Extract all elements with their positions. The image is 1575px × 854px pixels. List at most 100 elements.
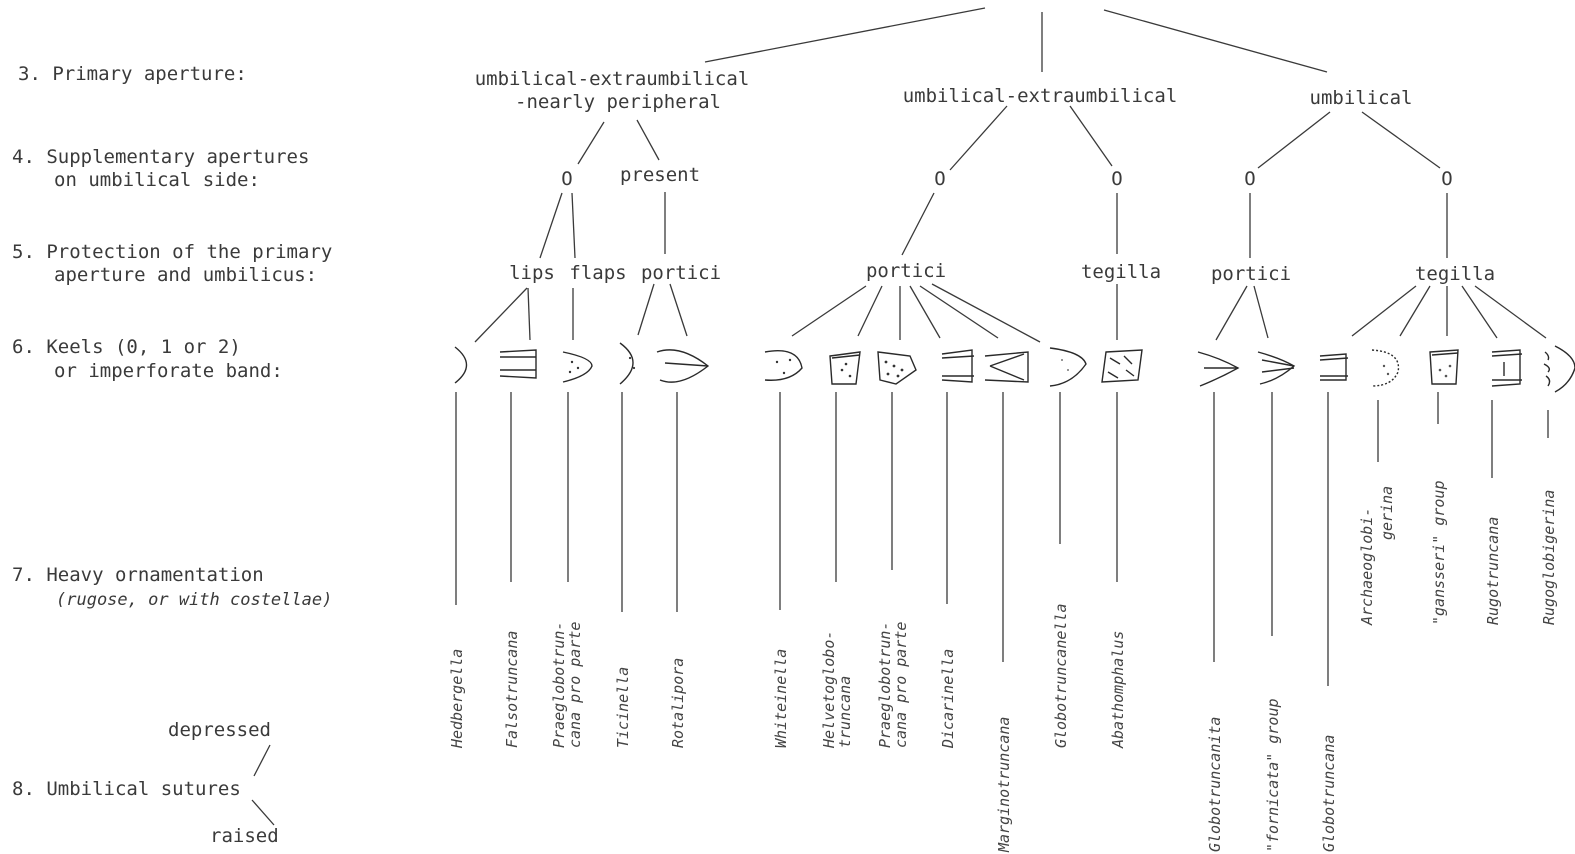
tree-connectors (474, 7, 1547, 343)
genus-label-helvetoglobotruncana-line2: truncana (836, 676, 854, 748)
protection-node-portici-3: portici (1211, 263, 1291, 285)
edge-p4-g6 (791, 285, 867, 337)
genus-label-rotalipora: Rotalipora (669, 658, 687, 748)
keel-profile-abathomphalus-icon (1101, 349, 1143, 383)
protection-node-lips: lips (509, 262, 555, 284)
criterion-3-label: 3. Primary aperture: (18, 63, 247, 85)
criterion-4-label-line2: on umbilical side: (54, 169, 260, 191)
genus-drop-lines (455, 392, 1549, 686)
keel-profile-hedbergella-icon (454, 346, 468, 384)
edge-p3-g4 (637, 283, 655, 336)
criterion-4-label: 4. Supplementary apertures (12, 146, 309, 168)
genus-label-rugotruncana: Rugotruncana (1484, 517, 1502, 625)
keel-profiles (454, 342, 1575, 393)
protection-node-flaps: flaps (569, 262, 626, 284)
keel-profile-marginotruncana-icon (984, 351, 1029, 383)
protection-node-portici-2: portici (866, 260, 946, 282)
criterion-6-label: 6. Keels (0, 1 or 2) (12, 336, 241, 358)
edge-s1-p2 (571, 192, 576, 259)
suture-raised-label: raised (210, 825, 279, 847)
edge-a2-s3 (949, 105, 1008, 171)
keel-profile-gansseri-icon (1429, 349, 1459, 385)
protection-node-tegilla-2: tegilla (1415, 263, 1495, 285)
edge-p7-g20 (1474, 285, 1547, 339)
edge-a1-s1 (577, 121, 605, 165)
keel-profile-praeglobotruncana-2-icon (877, 351, 917, 385)
keel-profile-helvetoglobotruncana-icon (829, 351, 861, 385)
aperture-node-3: umbilical (1310, 87, 1413, 109)
supp-node-absent-4: O (1244, 168, 1255, 190)
suture-depressed-label: depressed (168, 719, 271, 741)
genus-label-hedbergella: Hedbergella (448, 649, 466, 749)
supp-node-absent-1: O (561, 168, 572, 190)
aperture-node-2: umbilical-extraumbilical (903, 85, 1178, 107)
edge-a3-s6 (1361, 111, 1441, 169)
criterion-7-label-line2: (rugose, or with costellae) (56, 590, 332, 610)
edge-a3-s5 (1257, 111, 1331, 169)
genus-labels: Hedbergella Falsotruncana Praeglobotrun-… (448, 481, 1558, 854)
edge-p6-g14 (1253, 285, 1269, 339)
genus-label-archaeoglobigerina: Archaeoglobi- (1358, 508, 1376, 626)
supp-node-present: present (620, 164, 700, 186)
edge-p4-g9 (909, 285, 941, 339)
edge-root-a1 (704, 7, 986, 63)
genus-label-dicarinella: Dicarinella (939, 649, 957, 749)
supp-node-absent-5: O (1441, 168, 1452, 190)
suture-depressed-connector (253, 744, 271, 777)
edge-p6-g13 (1215, 285, 1248, 341)
criterion-5-label: 5. Protection of the primary (12, 241, 332, 263)
genus-label-helvetoglobotruncana: Helvetoglobo- (820, 631, 838, 749)
aperture-nodes: umbilical-extraumbilical -nearly periphe… (475, 68, 1413, 113)
keel-profile-archaeoglobigerina-icon (1371, 349, 1400, 387)
keel-profile-whiteinella-icon (764, 350, 803, 381)
edge-p1-g1 (474, 287, 528, 343)
aperture-node-1-line2: -nearly peripheral (515, 91, 721, 113)
edge-s1-p1 (539, 192, 563, 259)
keel-profile-globotruncana-icon (1319, 353, 1349, 381)
protection-node-tegilla-1: tegilla (1081, 261, 1161, 283)
criterion-5-label-line2: aperture and umbilicus: (54, 264, 317, 286)
genus-label-gansseri-group: "gansseri" group (1430, 481, 1448, 626)
criterion-6-label-line2: or imperforate band: (54, 360, 283, 382)
keel-profile-rotalipora-icon (656, 349, 710, 383)
genus-label-globotruncanella: Globotruncanella (1052, 604, 1070, 749)
keel-profile-fornicata-icon (1257, 351, 1296, 385)
genus-label-praeglobotruncana-1-line2: cana pro parte (566, 622, 584, 748)
keel-profile-rugotruncana-icon (1491, 349, 1523, 387)
edge-s3-p4 (901, 192, 935, 256)
edge-p1-g2 (527, 287, 531, 341)
edge-p7-g19 (1461, 285, 1498, 339)
suture-raised-connector (251, 799, 275, 826)
genus-label-globotruncana: Globotruncana (1320, 735, 1338, 852)
edge-p4-g10 (919, 285, 999, 339)
keel-profile-dicarinella-icon (941, 349, 975, 383)
keel-profile-falsotruncana-icon (499, 349, 537, 379)
edge-p7-g16 (1351, 285, 1417, 337)
criterion-8-label: 8. Umbilical sutures (12, 778, 241, 800)
edge-p4-g11 (931, 283, 1041, 343)
genus-label-globotruncanita: Globotruncanita (1206, 717, 1224, 852)
keel-profile-rugoglobigerina-icon (1543, 345, 1575, 393)
genus-label-whiteinella: Whiteinella (772, 649, 790, 748)
supp-node-absent-2: O (934, 168, 945, 190)
genus-label-praeglobotruncana-2-line2: cana pro parte (892, 622, 910, 748)
edge-a2-s4 (1069, 105, 1113, 167)
keel-profile-ticinella-icon (619, 342, 636, 385)
protection-node-portici-1: portici (641, 262, 721, 284)
genus-label-rugoglobigerina: Rugoglobigerina (1540, 490, 1558, 625)
edge-p4-g7 (857, 285, 883, 337)
genus-label-archaeoglobigerina-line2: gerina (1378, 486, 1396, 540)
aperture-node-1-line1: umbilical-extraumbilical (475, 68, 750, 90)
edge-p7-g17 (1399, 285, 1431, 337)
genus-label-abathomphalus: Abathomphalus (1109, 631, 1127, 749)
edge-a1-s2 (636, 119, 660, 161)
criteria-labels: 3. Primary aperture: 4. Supplementary ap… (12, 63, 332, 847)
supplementary-nodes: O present O O O O (561, 164, 1452, 190)
keel-profile-globotruncanita-icon (1197, 351, 1240, 387)
criterion-7-label: 7. Heavy ornamentation (12, 564, 264, 586)
edge-p3-g5 (669, 283, 688, 337)
keel-profile-praeglobotruncana-icon (562, 351, 593, 383)
supp-node-absent-3: O (1111, 168, 1122, 190)
